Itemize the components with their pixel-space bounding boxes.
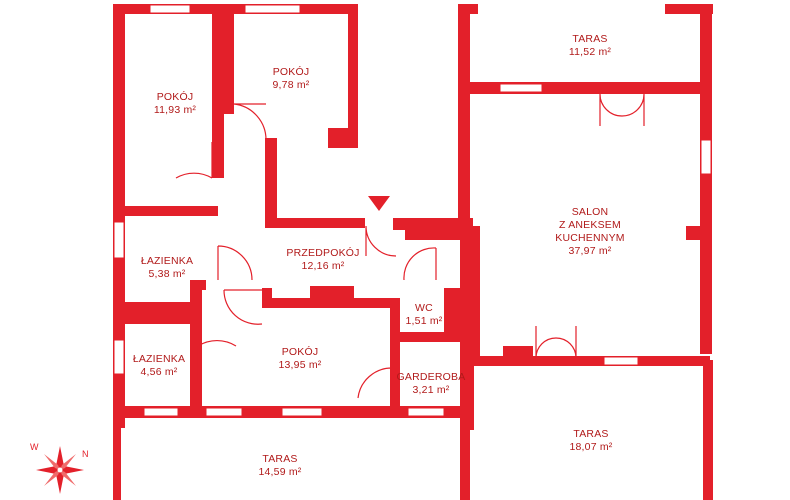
wall (224, 4, 234, 114)
compass-label-n: N (82, 449, 89, 459)
wall (686, 226, 700, 240)
room-area: 11,52 m² (568, 46, 612, 58)
window (700, 139, 712, 175)
room-name: TARAS (572, 33, 608, 45)
room-label-przedpokoj: PRZEDPOKÓJ 12,16 m² (283, 247, 363, 273)
wall (265, 218, 365, 228)
compass-label-w: W (30, 442, 39, 452)
room-area: 14,59 m² (258, 466, 302, 478)
room-name-line3: KUCHENNYM (555, 232, 625, 244)
wall (310, 286, 354, 308)
wall (212, 4, 224, 178)
room-name: WC (415, 302, 433, 314)
wall (390, 298, 400, 418)
door-swing (365, 225, 397, 257)
room-label-garderoba: GARDEROBA 3,21 m² (394, 371, 468, 397)
room-area: 9,78 m² (272, 79, 310, 91)
room-label-pokoj-2: POKÓJ 9,78 m² (256, 66, 326, 92)
window (205, 407, 243, 417)
window (603, 356, 639, 366)
window (113, 339, 125, 375)
room-label-lazienka-1: ŁAZIENKA 5,38 m² (135, 255, 199, 281)
wall (458, 4, 470, 226)
room-area: 11,93 m² (153, 104, 197, 116)
wall (190, 280, 202, 416)
room-label-pokoj-3: POKÓJ 13,95 m² (266, 346, 334, 372)
doors (175, 93, 645, 399)
wall (470, 356, 710, 366)
wall (113, 316, 197, 324)
door-swing (223, 289, 263, 325)
door-swing (621, 93, 645, 126)
room-name: ŁAZIENKA (140, 255, 194, 267)
door-swing (555, 326, 577, 359)
room-label-pokoj-1: POKÓJ 11,93 m² (145, 91, 205, 117)
wall (503, 346, 533, 360)
door-swing (217, 245, 253, 281)
wall (460, 418, 470, 500)
room-label-taras-bottom: TARAS 14,59 m² (245, 453, 315, 479)
wall (113, 4, 358, 14)
room-name-line2: Z ANEKSEM (559, 219, 621, 231)
door-swing (233, 103, 267, 141)
room-name: SALON (571, 206, 609, 218)
wall (700, 4, 712, 354)
room-name: TARAS (262, 453, 298, 465)
room-area: 12,16 m² (301, 260, 345, 272)
room-label-taras-right: TARAS 18,07 m² (556, 428, 626, 454)
door-swing (175, 142, 213, 179)
wall (458, 82, 712, 94)
room-label-taras-top: TARAS 11,52 m² (555, 33, 625, 59)
window (149, 4, 191, 14)
door-swing (357, 367, 393, 399)
room-name: POKÓJ (281, 346, 319, 358)
room-label-lazienka-2: ŁAZIENKA 4,56 m² (129, 353, 189, 379)
door-swing (197, 340, 237, 382)
window (244, 4, 301, 14)
wall (113, 406, 121, 500)
wall (328, 128, 358, 148)
wall (470, 226, 480, 362)
entrance-arrow-icon (368, 196, 390, 211)
wall (405, 230, 473, 240)
window (281, 407, 323, 417)
windows (113, 4, 712, 417)
door-swing (535, 326, 557, 359)
room-area: 4,56 m² (140, 366, 178, 378)
wall (190, 280, 206, 290)
room-name: GARDEROBA (396, 371, 466, 383)
wall (265, 138, 277, 226)
room-name: ŁAZIENKA (132, 353, 186, 365)
room-name: TARAS (573, 428, 609, 440)
door-swing (599, 93, 623, 126)
walls (113, 4, 713, 500)
room-area: 18,07 m² (569, 441, 613, 453)
window (407, 407, 445, 417)
room-name: POKÓJ (272, 66, 310, 78)
wall (390, 332, 474, 342)
room-area: 3,21 m² (412, 384, 450, 396)
room-area: 37,97 m² (568, 245, 612, 257)
room-area: 13,95 m² (278, 359, 322, 371)
wall (348, 4, 358, 148)
room-name: POKÓJ (156, 91, 194, 103)
wall (665, 4, 713, 14)
room-label-salon: SALON Z ANEKSEM KUCHENNYM 37,97 m² (550, 206, 630, 258)
room-area: 5,38 m² (148, 268, 186, 280)
room-name: PRZEDPOKÓJ (286, 247, 360, 259)
window (143, 407, 179, 417)
wall (458, 4, 478, 14)
window (499, 83, 543, 93)
wall (393, 218, 473, 230)
room-label-wc: WC 1,51 m² (398, 302, 450, 328)
compass-rose-icon (36, 446, 84, 494)
window (113, 221, 125, 259)
wall (703, 360, 713, 500)
door-swing (403, 247, 437, 281)
room-area: 1,51 m² (405, 315, 443, 327)
wall (113, 206, 218, 216)
wall (460, 240, 474, 430)
